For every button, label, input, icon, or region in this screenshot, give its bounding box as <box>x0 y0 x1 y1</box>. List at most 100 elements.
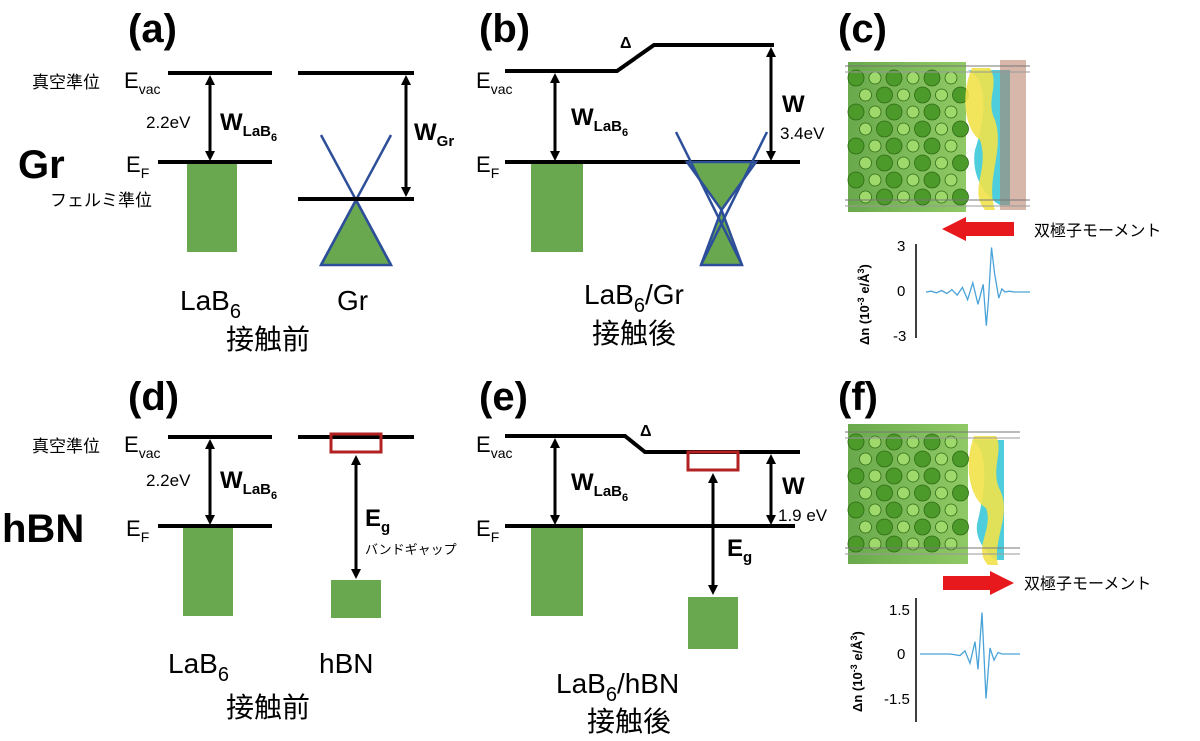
atom-sphere <box>897 452 910 466</box>
atom-sphere <box>885 501 903 519</box>
atom-sphere <box>859 122 872 136</box>
hbn-conduction-band-box <box>329 432 383 454</box>
caption-after-contact: 接触後 <box>587 705 671 738</box>
panel-label-e: (e) <box>479 375 528 419</box>
atom-sphere <box>847 69 865 87</box>
caption-lab6: LaB6 <box>168 648 229 686</box>
vacuum-level-label: 真空準位 <box>32 437 100 457</box>
chart-c-series-line <box>925 247 1030 326</box>
atom-sphere <box>935 122 948 136</box>
atom-sphere <box>876 154 893 172</box>
atom-sphere <box>868 537 882 551</box>
atom-sphere <box>944 503 958 517</box>
lab6-filled-band <box>187 164 237 252</box>
delta-label: Δ <box>620 35 632 52</box>
hbn-valence-band <box>331 580 381 618</box>
atom-sphere <box>885 467 903 485</box>
atom-sphere <box>923 433 941 451</box>
chart-f-ytick: -1.5 <box>884 691 910 708</box>
panel-label-f: (f) <box>838 375 878 419</box>
gr-dirac-cone-lower <box>699 206 744 267</box>
atom-sphere <box>847 535 865 553</box>
w-gr-label: WGr <box>414 119 454 150</box>
atom-sphere <box>944 469 958 483</box>
chart-c-ylabel: Δn (10-3 e/Å3) <box>856 264 872 345</box>
lab6-hbn-slab-structure <box>845 424 1020 565</box>
panel-e: Evac Δ WLaB6 W 1.9 eV EF Eg LaB6/hBN 接触後 <box>476 423 828 738</box>
lab6-workfunction-value: 2.2eV <box>146 471 191 490</box>
atom-sphere <box>897 520 910 534</box>
atom-sphere <box>859 486 872 500</box>
chart-f-series-line <box>920 612 1020 699</box>
atom-sphere <box>876 518 893 536</box>
atom-sphere <box>859 190 872 204</box>
vacuum-level-step <box>505 43 774 73</box>
atom-sphere <box>952 120 969 138</box>
atom-sphere <box>906 139 920 153</box>
atom-sphere <box>923 535 941 553</box>
atom-sphere <box>876 484 893 502</box>
fermi-level-label: フェルミ準位 <box>50 191 152 211</box>
atom-sphere <box>952 450 969 468</box>
atom-sphere <box>897 486 910 500</box>
band-gap-label: バンドギャップ <box>365 543 457 558</box>
dipole-arrow-left <box>942 217 1014 241</box>
eg-label: Eg <box>365 505 390 536</box>
atom-sphere <box>876 188 893 206</box>
eg-label: Eg <box>727 535 752 566</box>
w-lab6-label: WLaB6 <box>220 109 277 144</box>
hbn-conduction-band-box <box>686 450 740 472</box>
atom-sphere <box>885 103 903 121</box>
ef-label: EF <box>126 152 149 181</box>
atom-sphere <box>944 537 958 551</box>
atom-sphere <box>914 120 931 138</box>
atom-sphere <box>847 501 865 519</box>
panel-label-d: (d) <box>128 375 179 419</box>
evac-label: Evac <box>476 432 512 461</box>
lab6-workfunction-value: 2.2eV <box>146 113 191 132</box>
atom-sphere <box>876 86 893 104</box>
w-lab6-label: WLaB6 <box>220 467 277 502</box>
atom-sphere <box>868 503 882 517</box>
atom-sphere <box>914 484 931 502</box>
atom-sphere <box>876 120 893 138</box>
caption-before-contact: 接触前 <box>226 691 310 724</box>
gr-dirac-line <box>699 131 769 266</box>
atom-sphere <box>923 137 941 155</box>
atom-sphere <box>944 71 958 85</box>
chart-f-ytick: 0 <box>897 646 905 663</box>
atom-sphere <box>952 518 969 536</box>
w-lab6-label: WLaB6 <box>571 469 628 504</box>
gr-dirac-cone-upper-filled <box>684 160 759 213</box>
caption-lab6-gr: LaB6/Gr <box>584 279 684 317</box>
w-value: 1.9 eV <box>778 506 828 525</box>
atom-sphere <box>868 71 882 85</box>
evac-label: Evac <box>124 432 160 461</box>
hbn-valence-band <box>688 597 738 649</box>
panel-a: 真空準位 Evac 2.2eV WLaB6 EF フェルミ準位 WGr LaB6… <box>32 68 454 356</box>
atom-sphere <box>847 137 865 155</box>
lab6-filled-band <box>183 528 233 616</box>
atom-sphere <box>906 503 920 517</box>
atom-sphere <box>935 486 948 500</box>
atom-sphere <box>923 501 941 519</box>
atom-sphere <box>897 88 910 102</box>
dipole-arrow-right <box>943 571 1014 595</box>
atom-sphere <box>868 173 882 187</box>
evac-label: Evac <box>476 68 512 97</box>
chart-f-ytick: 1.5 <box>889 602 910 619</box>
atom-sphere <box>885 137 903 155</box>
caption-hbn: hBN <box>319 648 373 679</box>
atom-sphere <box>923 69 941 87</box>
gr-dirac-cone-filled <box>318 197 394 267</box>
caption-after-contact: 接触後 <box>592 317 676 350</box>
caption-gr: Gr <box>337 285 368 316</box>
gr-dirac-line <box>674 131 744 266</box>
atom-sphere <box>935 452 948 466</box>
atom-sphere <box>847 467 865 485</box>
dipole-label: 双極子モーメント <box>1024 574 1151 593</box>
evac-label: Evac <box>124 68 160 97</box>
atom-sphere <box>859 88 872 102</box>
chart-f-ylabel: Δn (10-3 e/Å3) <box>849 631 865 712</box>
atom-sphere <box>914 154 931 172</box>
